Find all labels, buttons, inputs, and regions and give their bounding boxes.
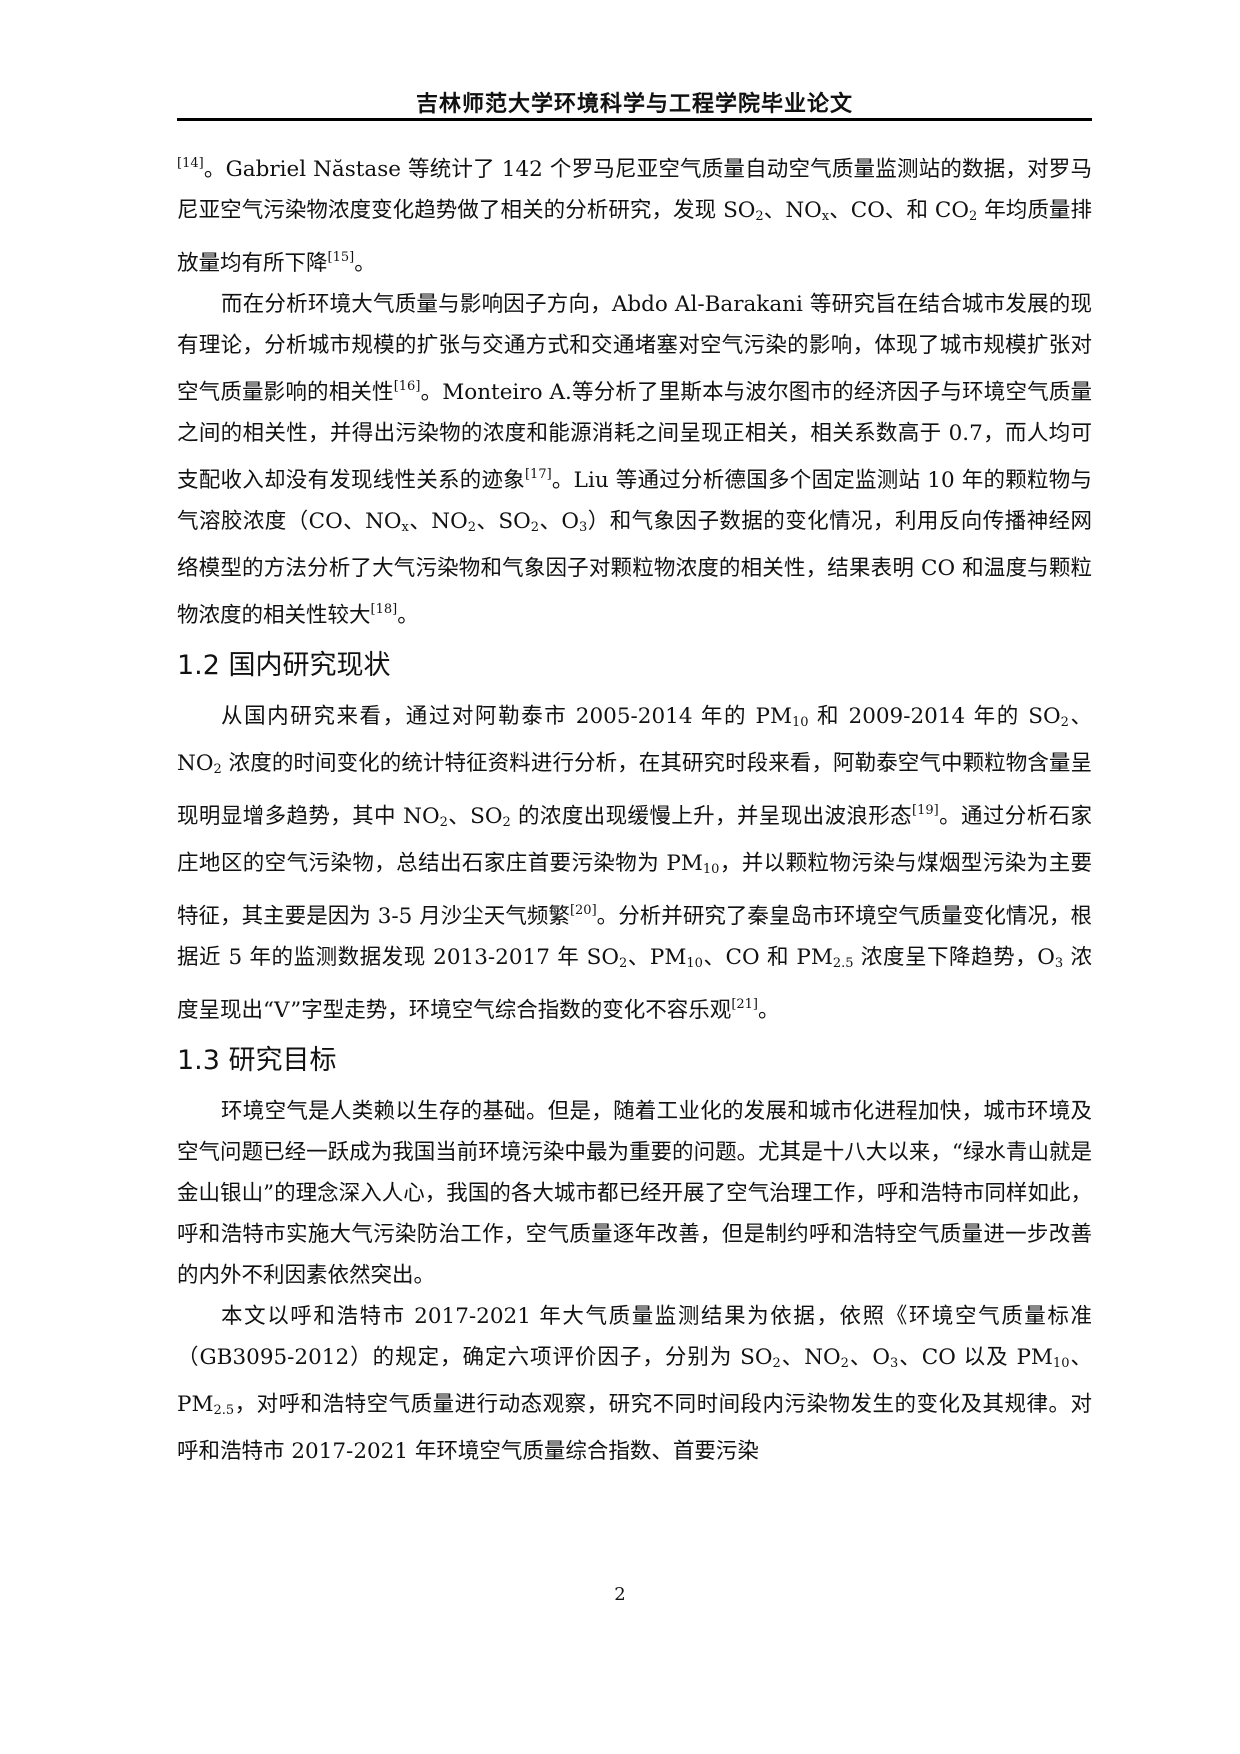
- paragraph-objectives-method: 本文以呼和浩特市 2017-2021 年大气质量监测结果为依据，依照《环境空气质…: [177, 1296, 1092, 1472]
- page-number: 2: [614, 1584, 626, 1605]
- chemical-subscript: 2: [467, 520, 476, 535]
- chemical-subscript: 2: [772, 1356, 781, 1371]
- text-run: 。分析并研究了秦皇岛市环境空气质量变化情况，根据近 5 年的监测数据发现 201…: [177, 904, 1092, 970]
- text-run: 、NO: [780, 1345, 841, 1370]
- text-run: ）和气象因子数据的变化情况，利用反向传播神经网络模型的方法分析了大气污染物和气象…: [177, 509, 1092, 628]
- chemical-subscript: 3: [890, 1356, 899, 1371]
- text-run: ，并以颗粒物污染与煤烟型污染为主要特征，其主要是因为 3-5 月沙尘天气频繁: [177, 851, 1092, 929]
- chemical-subscript: 3: [1054, 956, 1064, 971]
- chemical-subscript: 2: [213, 762, 222, 777]
- chemical-subscript: 2: [969, 209, 978, 224]
- section-heading-research-objectives: 1.3 研究目标: [177, 1045, 337, 1076]
- chemical-subscript: 2: [439, 815, 448, 830]
- citation-marker: [19]: [912, 803, 939, 818]
- chemical-subscript: 10: [1052, 1356, 1070, 1371]
- text-run: 本文以呼和浩特市 2017-2021 年大气质量监测结果为依据，依照《环境空气质…: [177, 1304, 1092, 1370]
- chemical-subscript: 2.5: [832, 956, 854, 971]
- text-run: 。Liu 等通过分析德国多个固定监测站 10 年的颗粒物与气溶胶浓度（CO、NO: [177, 468, 1092, 534]
- text-run: ，对呼和浩特空气质量进行动态观察，研究不同时间段内污染物发生的变化及其规律。对呼…: [177, 1392, 1092, 1464]
- text-run: 而在分析环境大气质量与影响因子方向，Abdo Al-Barakani 等研究旨在…: [177, 292, 1092, 405]
- body-text: [14]。Gabriel Năstase 等统计了 142 个罗马尼亚空气质量自…: [177, 143, 1092, 1472]
- citation-marker: [16]: [393, 379, 421, 394]
- paragraph-influence-factors: 而在分析环境大气质量与影响因子方向，Abdo Al-Barakani 等研究旨在…: [177, 284, 1092, 636]
- text-run: 浓度呈下降趋势，O: [853, 945, 1055, 970]
- text-run: 、O: [539, 509, 580, 534]
- text-run: 、CO、和 CO: [829, 198, 970, 223]
- text-run: 和 2009-2014 年的 SO: [808, 704, 1061, 729]
- paragraph-domestic-research: 从国内研究来看，通过对阿勒泰市 2005-2014 年的 PM10 和 2009…: [177, 696, 1092, 1031]
- text-run: 、PM: [177, 1345, 1092, 1417]
- text-run: 、SO: [476, 509, 531, 534]
- text-run: 、NO: [408, 509, 468, 534]
- chemical-subscript: 2: [1060, 715, 1069, 730]
- paragraph-objectives-background: 环境空气是人类赖以生存的基础。但是，随着工业化的发展和城市化进程加快，城市环境及…: [177, 1091, 1092, 1296]
- citation-marker: [21]: [731, 997, 758, 1012]
- chemical-subscript: 2: [530, 520, 540, 535]
- chemical-subscript: 2: [755, 209, 764, 224]
- text-run: 的浓度出现缓慢上升，并呈现出波浪形态: [510, 804, 913, 829]
- citation-marker: [20]: [569, 903, 597, 918]
- running-header-title: 吉林师范大学环境科学与工程学院毕业论文: [415, 92, 853, 117]
- text-run: 从国内研究来看，通过对阿勒泰市 2005-2014 年的 PM: [221, 704, 793, 729]
- section-heading-domestic-research: 1.2 国内研究现状: [177, 650, 391, 681]
- chemical-subscript: 10: [702, 862, 720, 877]
- chemical-subscript: 10: [686, 956, 703, 971]
- text-run: 。Gabriel Năstase 等统计了 142 个罗马尼亚空气质量自动空气质…: [177, 157, 1092, 223]
- chemical-subscript: 2: [502, 815, 511, 830]
- text-run: 浓度的时间变化的统计特征资料进行分析，在其研究时段来看，阿勒泰空气中颗粒物含量呈…: [177, 751, 1092, 829]
- text-run: 、O: [848, 1345, 891, 1370]
- text-run: 年均质量排放量均有所下降: [177, 198, 1092, 276]
- text-run: 、CO 以及 PM: [898, 1345, 1053, 1370]
- text-run: 。通过分析石家庄地区的空气污染物，总结出石家庄首要污染物为 PM: [177, 804, 1092, 876]
- paragraph-international-research-cont: [14]。Gabriel Năstase 等统计了 142 个罗马尼亚空气质量自…: [177, 143, 1092, 284]
- text-run: 。: [397, 603, 419, 628]
- citation-marker: [17]: [524, 467, 552, 482]
- text-run: 环境空气是人类赖以生存的基础。但是，随着工业化的发展和城市化进程加快，城市环境及…: [177, 1099, 1092, 1288]
- text-run: 、CO 和 PM: [702, 945, 833, 970]
- chemical-subscript: x: [401, 520, 409, 535]
- chemical-subscript: x: [821, 209, 830, 224]
- chemical-subscript: 2.5: [213, 1403, 235, 1418]
- text-run: 、PM: [627, 945, 687, 970]
- text-run: 。: [354, 251, 376, 276]
- chemical-subscript: 3: [579, 520, 588, 535]
- citation-marker: [15]: [327, 250, 355, 265]
- text-run: 。: [758, 998, 780, 1023]
- citation-marker: [14]: [177, 156, 204, 171]
- citation-marker: [18]: [370, 602, 398, 617]
- text-run: 、NO: [763, 198, 822, 223]
- text-run: 、NO: [177, 704, 1092, 776]
- text-run: 浓度呈现出“V”字型走势，环境空气综合指数的变化不容乐观: [177, 945, 1092, 1023]
- text-run: 。Monteiro A.等分析了里斯本与波尔图市的经济因子与环境空气质量之间的相…: [177, 380, 1092, 493]
- text-run: 、SO: [447, 804, 503, 829]
- chemical-subscript: 2: [840, 1356, 849, 1371]
- chemical-subscript: 2: [619, 956, 628, 971]
- header-rule-divider: [177, 118, 1092, 121]
- chemical-subscript: 10: [792, 715, 809, 730]
